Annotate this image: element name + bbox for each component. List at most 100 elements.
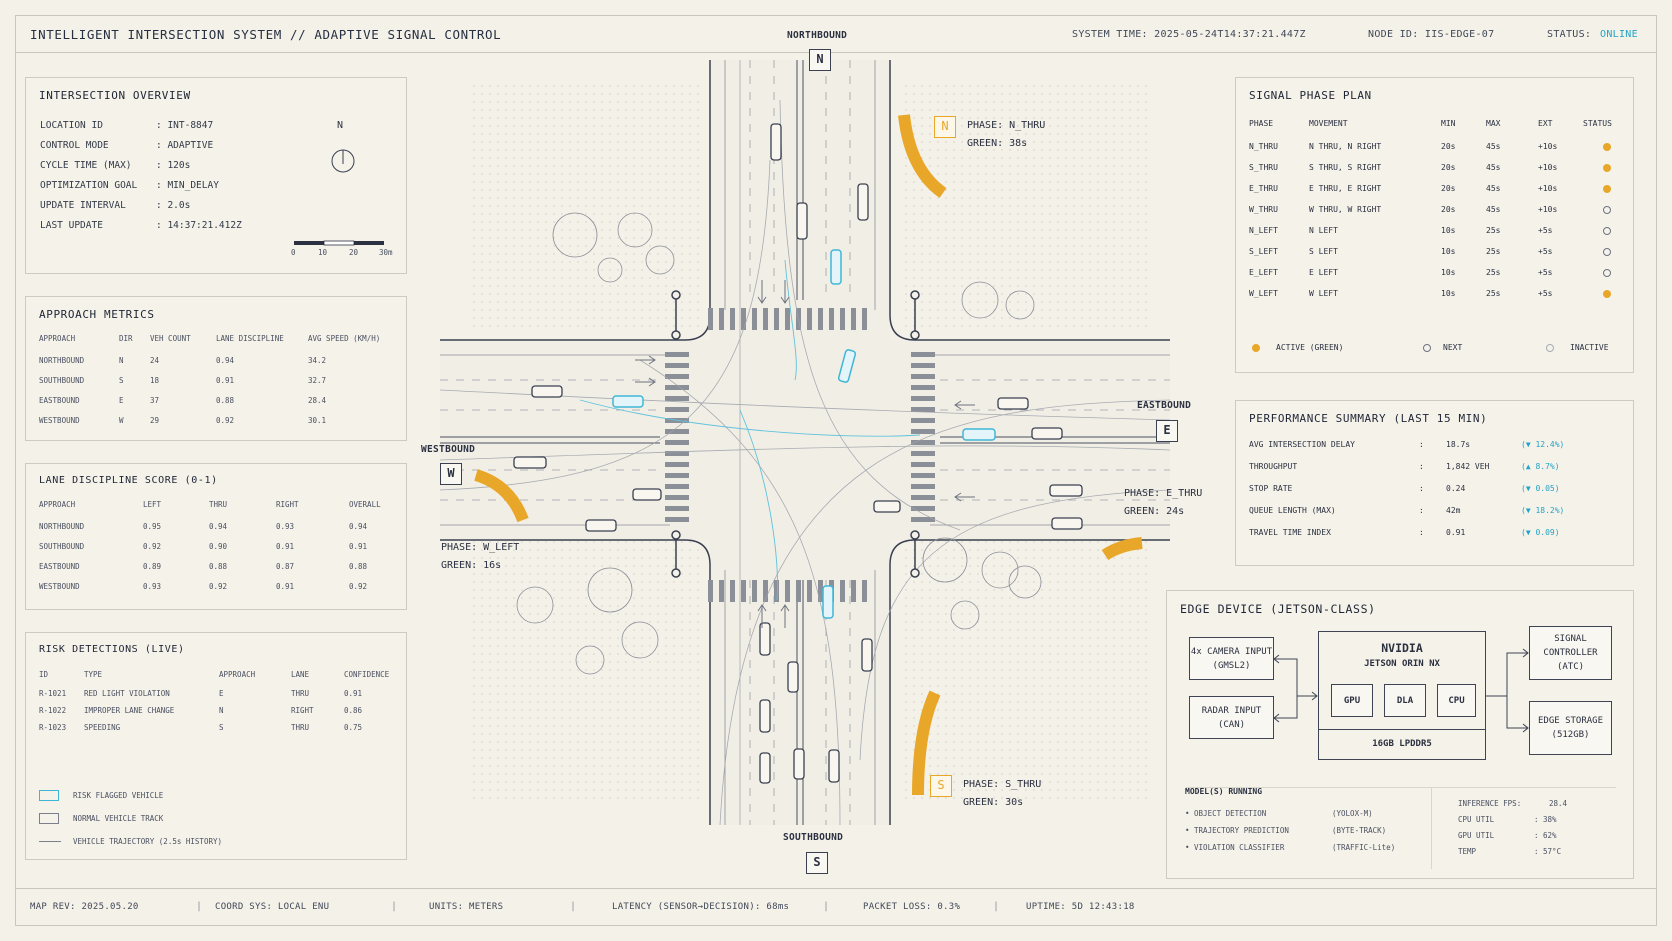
plan-header: MAX <box>1486 119 1501 128</box>
scale-10: 10 <box>318 248 328 257</box>
stat-key: INFERENCE FPS: <box>1458 799 1522 808</box>
overview-key: UPDATE INTERVAL <box>40 200 126 211</box>
approach-header: AVG SPEED (KM/H) <box>308 334 381 343</box>
perf-delta: (▼ 18.2%) <box>1521 506 1565 515</box>
overview-title: INTERSECTION OVERVIEW <box>39 89 191 102</box>
plan-cell: +5s <box>1538 289 1553 298</box>
westbound-label: WESTBOUND <box>421 444 476 455</box>
plan-status-dot <box>1603 290 1611 298</box>
risk-cell: R-1021 <box>39 689 67 698</box>
risk-cell: RED LIGHT VIOLATION <box>84 689 170 698</box>
risk-cell: R-1023 <box>39 723 67 732</box>
legend-next: NEXT <box>1443 343 1463 352</box>
approach-cell: 0.92 <box>216 416 235 425</box>
plan-cell: +5s <box>1538 268 1553 277</box>
legend-trajectory: VEHICLE TRAJECTORY (2.5s HISTORY) <box>73 837 223 846</box>
plan-cell: N THRU, N RIGHT <box>1309 142 1382 151</box>
stat-value: : 62% <box>1534 831 1557 840</box>
radar-input-box: RADAR INPUT (CAN) <box>1189 696 1274 739</box>
footer-uptime: UPTIME: 5D 12:43:18 <box>1026 902 1135 912</box>
approach-header: DIR <box>119 334 133 343</box>
overview-key: LOCATION ID <box>40 120 103 131</box>
discipline-cell: EASTBOUND <box>39 562 80 571</box>
risk-cell: IMPROPER LANE CHANGE <box>84 706 175 715</box>
plan-cell: W LEFT <box>1309 289 1338 298</box>
risk-title: RISK DETECTIONS (LIVE) <box>39 644 185 655</box>
plan-cell: 25s <box>1486 226 1501 235</box>
orin-label: JETSON ORIN NX <box>1364 659 1440 669</box>
edge-connectors <box>1273 648 1529 733</box>
discipline-title: LANE DISCIPLINE SCORE (0-1) <box>39 475 218 486</box>
perf-key: STOP RATE <box>1249 484 1293 493</box>
approach-cell: S <box>119 376 124 385</box>
top-bar: INTELLIGENT INTERSECTION SYSTEM // ADAPT… <box>15 15 1657 53</box>
model-arch: (BYTE-TRACK) <box>1332 826 1387 835</box>
discipline-cell: 0.88 <box>209 562 228 571</box>
plan-cell: +5s <box>1538 247 1553 256</box>
footer-map-rev: MAP REV: 2025.05.20 <box>30 902 139 912</box>
approach-cell: SOUTHBOUND <box>39 376 85 385</box>
plan-cell: N_THRU <box>1249 142 1278 151</box>
discipline-cell: 0.92 <box>209 582 228 591</box>
plan-status-dot <box>1603 164 1611 172</box>
system-time: SYSTEM TIME: 2025-05-24T14:37:21.447Z <box>1072 29 1306 40</box>
perf-value: 0.91 <box>1446 528 1466 537</box>
south-badge: S <box>806 852 828 874</box>
stat-key: TEMP <box>1458 847 1477 856</box>
approach-cell: EASTBOUND <box>39 396 80 405</box>
discipline-cell: 0.88 <box>349 562 368 571</box>
risk-cell: S <box>219 723 224 732</box>
plan-cell: +10s <box>1538 142 1558 151</box>
approach-cell: 30.1 <box>308 416 327 425</box>
discipline-cell: 0.92 <box>143 542 162 551</box>
scale-0: 0 <box>291 248 296 257</box>
approach-header: APPROACH <box>39 334 76 343</box>
overview-panel: INTERSECTION OVERVIEW LOCATION ID: INT-8… <box>25 77 407 274</box>
mem-divider <box>1318 729 1486 730</box>
legend-next-dot <box>1423 344 1431 352</box>
discipline-header: OVERALL <box>349 500 381 509</box>
approach-header: LANE DISCIPLINE <box>216 334 284 343</box>
footer-sep: | <box>196 901 203 912</box>
scale-bar <box>294 240 384 246</box>
risk-cell: RIGHT <box>291 706 314 715</box>
edge-title: EDGE DEVICE (JETSON-CLASS) <box>1180 602 1376 616</box>
nvidia-label: NVIDIA <box>1381 641 1423 655</box>
approach-cell: 18 <box>150 376 160 385</box>
plan-cell: S_THRU <box>1249 163 1278 172</box>
plan-cell: 25s <box>1486 289 1501 298</box>
discipline-cell: 0.95 <box>143 522 162 531</box>
footer-sep: | <box>391 901 398 912</box>
gpu-block: GPU <box>1331 684 1373 717</box>
plan-cell: +10s <box>1538 184 1558 193</box>
plan-cell: E THRU, E RIGHT <box>1309 184 1382 193</box>
approach-cell: 0.94 <box>216 356 235 365</box>
plan-cell: 45s <box>1486 142 1501 151</box>
plan-cell: 10s <box>1441 289 1456 298</box>
risk-cell: E <box>219 689 224 698</box>
approach-cell: N <box>119 356 124 365</box>
north-badge: N <box>809 49 831 71</box>
performance-panel: PERFORMANCE SUMMARY (LAST 15 MIN) AVG IN… <box>1235 400 1634 566</box>
plan-cell: N_LEFT <box>1249 226 1278 235</box>
node-id: NODE ID: IIS-EDGE-07 <box>1368 29 1495 40</box>
plan-cell: +5s <box>1538 226 1553 235</box>
overview-key: CONTROL MODE <box>40 140 109 151</box>
edge-device-panel: EDGE DEVICE (JETSON-CLASS) 4x CAMERA INP… <box>1166 590 1634 879</box>
discipline-cell: 0.87 <box>276 562 295 571</box>
plan-cell: 20s <box>1441 205 1456 214</box>
models-title: MODEL(S) RUNNING <box>1185 787 1263 796</box>
approach-cell: 0.88 <box>216 396 235 405</box>
footer-sep: | <box>570 901 577 912</box>
risk-header: TYPE <box>84 670 103 679</box>
approach-cell: 28.4 <box>308 396 327 405</box>
footer-sep: | <box>993 901 1000 912</box>
perf-value: 42m <box>1446 506 1461 515</box>
risk-header: CONFIDENCE <box>344 670 390 679</box>
stat-value: 28.4 <box>1549 799 1568 808</box>
